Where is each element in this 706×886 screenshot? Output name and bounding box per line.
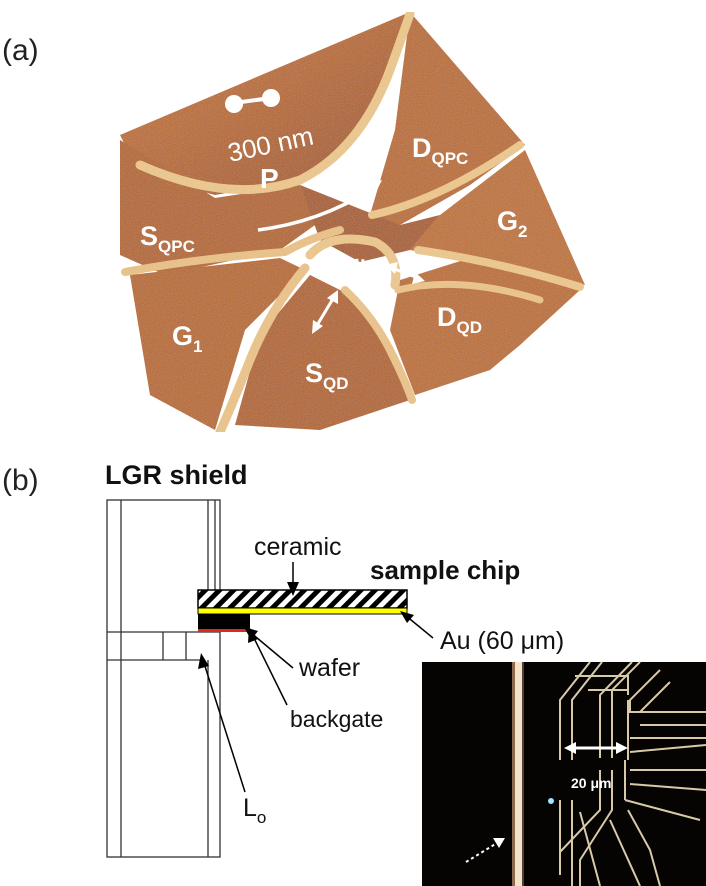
region-label-dqd: DQD [437,302,482,337]
region-label-p: P [260,163,279,194]
afm-plateau-dqd [390,258,580,395]
region-label-dqpc: DQPC [412,133,468,168]
au-pointer [400,611,434,639]
region-label-g1: G1 [172,321,202,356]
afm-ridge-g2 [414,246,584,291]
micrograph-inset [422,661,706,886]
panel-b-tag: (b) [2,464,39,497]
lgr-shield-label: LGR shield [105,460,248,490]
afm-ridge-sqd [341,286,416,404]
afm-ridge-upper [135,9,415,195]
afm-plateau-dqpc [370,12,525,225]
lo-label: Lo [243,794,266,827]
ceramic-label: ceramic [254,533,342,561]
region-label-sqd: SQD [305,358,349,393]
panel-a-tag: (a) [2,34,39,67]
backgate-pointer [248,627,288,706]
gold-layer [197,607,408,615]
wafer-block [198,614,250,630]
backgate-layer [198,629,250,632]
barrier-arrow-left [312,290,338,334]
sample-chip-label: sample chip [370,555,520,585]
afm-plateau-g1 [130,258,305,430]
ceramic-layer [197,589,408,609]
afm-plateau-g2 [410,150,585,285]
afm-ridge-sqpc [121,226,344,276]
afm-ridge-dqd [394,280,544,304]
region-label-g2: G2 [497,206,527,241]
region-label-sqpc: SQPC [140,221,195,256]
wafer-label: wafer [298,654,360,682]
ceramic-pointer [287,562,299,596]
micrograph-scale-label: 20 μm [571,775,611,791]
current-flow-arrow [257,180,382,232]
afm-scale-bar [225,89,280,113]
lo-pointer [198,653,246,793]
afm-ridge-g1 [215,263,310,437]
afm-image [120,9,585,437]
afm-ridge-dqpc [368,141,524,219]
barrier-arrow-right [385,262,425,284]
quantum-dot-marker [339,258,377,286]
lgr-shield [106,499,221,858]
au-label: Au (60 μm) [440,627,564,655]
backgate-label: backgate [290,706,383,732]
